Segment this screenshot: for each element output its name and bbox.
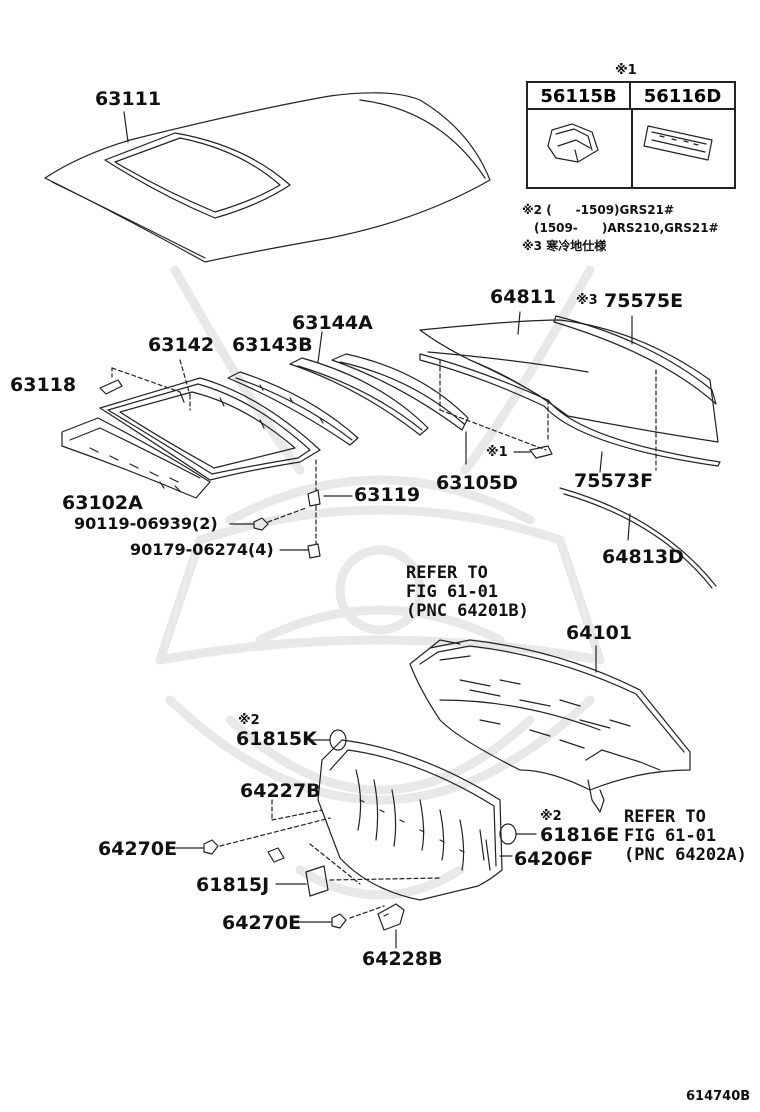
part-label-64206F[interactable]: 64206F xyxy=(514,848,594,870)
part-label-90179-06274[interactable]: 90179-06274(4) xyxy=(130,540,274,559)
package-tray-drawing xyxy=(409,639,691,813)
part-label-64813D[interactable]: 64813D xyxy=(602,546,684,568)
seat-back-panel-drawing xyxy=(317,739,513,901)
nut-90179-drawing xyxy=(279,543,321,559)
inset-part-56115B-drawing xyxy=(547,123,599,163)
note-line-2: (1509- )ARS210,GRS21# xyxy=(522,221,719,235)
inset-col-56116D: 56116D xyxy=(631,83,734,110)
part-label-61815J[interactable]: 61815J xyxy=(196,874,270,896)
sunroof-glass-drawing xyxy=(227,371,359,446)
part-label-61816E[interactable]: 61816E xyxy=(540,824,620,846)
refer-note-right[interactable]: REFER TO FIG 61-01 (PNC 64202A) xyxy=(624,808,747,865)
inset-part-56116D-drawing xyxy=(643,125,713,161)
screw-64270E-b-drawing xyxy=(295,913,347,929)
sunroof-frame-drawing xyxy=(99,359,321,481)
refer-top-line-3: (PNC 64201B) xyxy=(406,601,529,621)
clip-marked-1-drawing xyxy=(529,445,553,459)
inset-box: 56115B 56116D xyxy=(526,81,736,189)
pad-61815J-drawing xyxy=(275,865,329,897)
screw-64270E-a-drawing xyxy=(175,839,219,855)
part-label-63102A[interactable]: 63102A xyxy=(62,492,143,514)
part-label-61815K[interactable]: 61815K xyxy=(236,728,317,750)
part-label-64101[interactable]: 64101 xyxy=(566,622,633,644)
part-label-63144A[interactable]: 63144A xyxy=(292,312,373,334)
samurai-helmet-watermark-icon xyxy=(155,265,605,900)
mark-61815K: ※2 xyxy=(238,713,260,728)
inset-col-56115B: 56115B xyxy=(528,83,631,110)
part-label-63105D[interactable]: 63105D xyxy=(436,472,518,494)
refer-top-line-2: FIG 61-01 xyxy=(406,582,499,602)
part-label-64270E-a[interactable]: 64270E xyxy=(98,838,178,860)
refer-top-line-1: REFER TO xyxy=(406,563,488,583)
weatherstrip-64813D-drawing xyxy=(559,487,717,589)
molding-75575E-drawing xyxy=(553,315,717,471)
bracket-drawing xyxy=(267,847,285,863)
part-label-63142[interactable]: 63142 xyxy=(148,334,215,356)
part-label-75573F[interactable]: 75573F xyxy=(574,470,654,492)
part-label-63119[interactable]: 63119 xyxy=(354,484,421,506)
part-label-63111[interactable]: 63111 xyxy=(95,88,162,110)
bolt-90119-drawing xyxy=(229,507,307,531)
part-label-63118[interactable]: 63118 xyxy=(10,374,77,396)
part-label-64227B[interactable]: 64227B xyxy=(240,780,321,802)
molding-75573F-drawing xyxy=(419,353,721,473)
mark-clip-1: ※1 xyxy=(486,445,508,460)
inset-note-mark: ※1 xyxy=(615,63,637,78)
part-label-63143B[interactable]: 63143B xyxy=(232,334,313,356)
refer-right-line-3: (PNC 64202A) xyxy=(624,845,747,865)
grommet-61816E-drawing xyxy=(499,823,517,845)
bracket-64228B-drawing xyxy=(377,903,405,949)
sunroof-panel-63105D-drawing xyxy=(331,353,469,465)
refer-right-line-2: FIG 61-01 xyxy=(624,826,717,846)
inset-divider xyxy=(631,110,633,189)
roof-panel-drawing xyxy=(44,92,491,263)
refer-note-top[interactable]: REFER TO FIG 61-01 (PNC 64201B) xyxy=(406,564,529,621)
part-label-64270E-b[interactable]: 64270E xyxy=(222,912,302,934)
back-window-glass-drawing xyxy=(419,311,719,443)
mark-61816E: ※2 xyxy=(540,809,562,824)
part-label-64811[interactable]: 64811 xyxy=(490,286,557,308)
figure-id: 614740B xyxy=(686,1089,751,1104)
part-label-75575E[interactable]: 75575E xyxy=(604,290,684,312)
note-line-3: ※3 寒冷地仕様 xyxy=(522,239,607,253)
mark-75575E: ※3 xyxy=(576,293,598,308)
part-label-90119-06939[interactable]: 90119-06939(2) xyxy=(74,514,218,533)
sunshade-drawing xyxy=(289,331,429,436)
sunroof-housing-drawing xyxy=(61,417,211,499)
clip-63119-drawing xyxy=(307,459,353,545)
refer-right-line-1: REFER TO xyxy=(624,807,706,827)
note-line-1: ※2 ( -1509)GRS21# xyxy=(522,203,675,217)
drain-clip-drawing xyxy=(99,379,123,395)
part-label-64228B[interactable]: 64228B xyxy=(362,948,443,970)
